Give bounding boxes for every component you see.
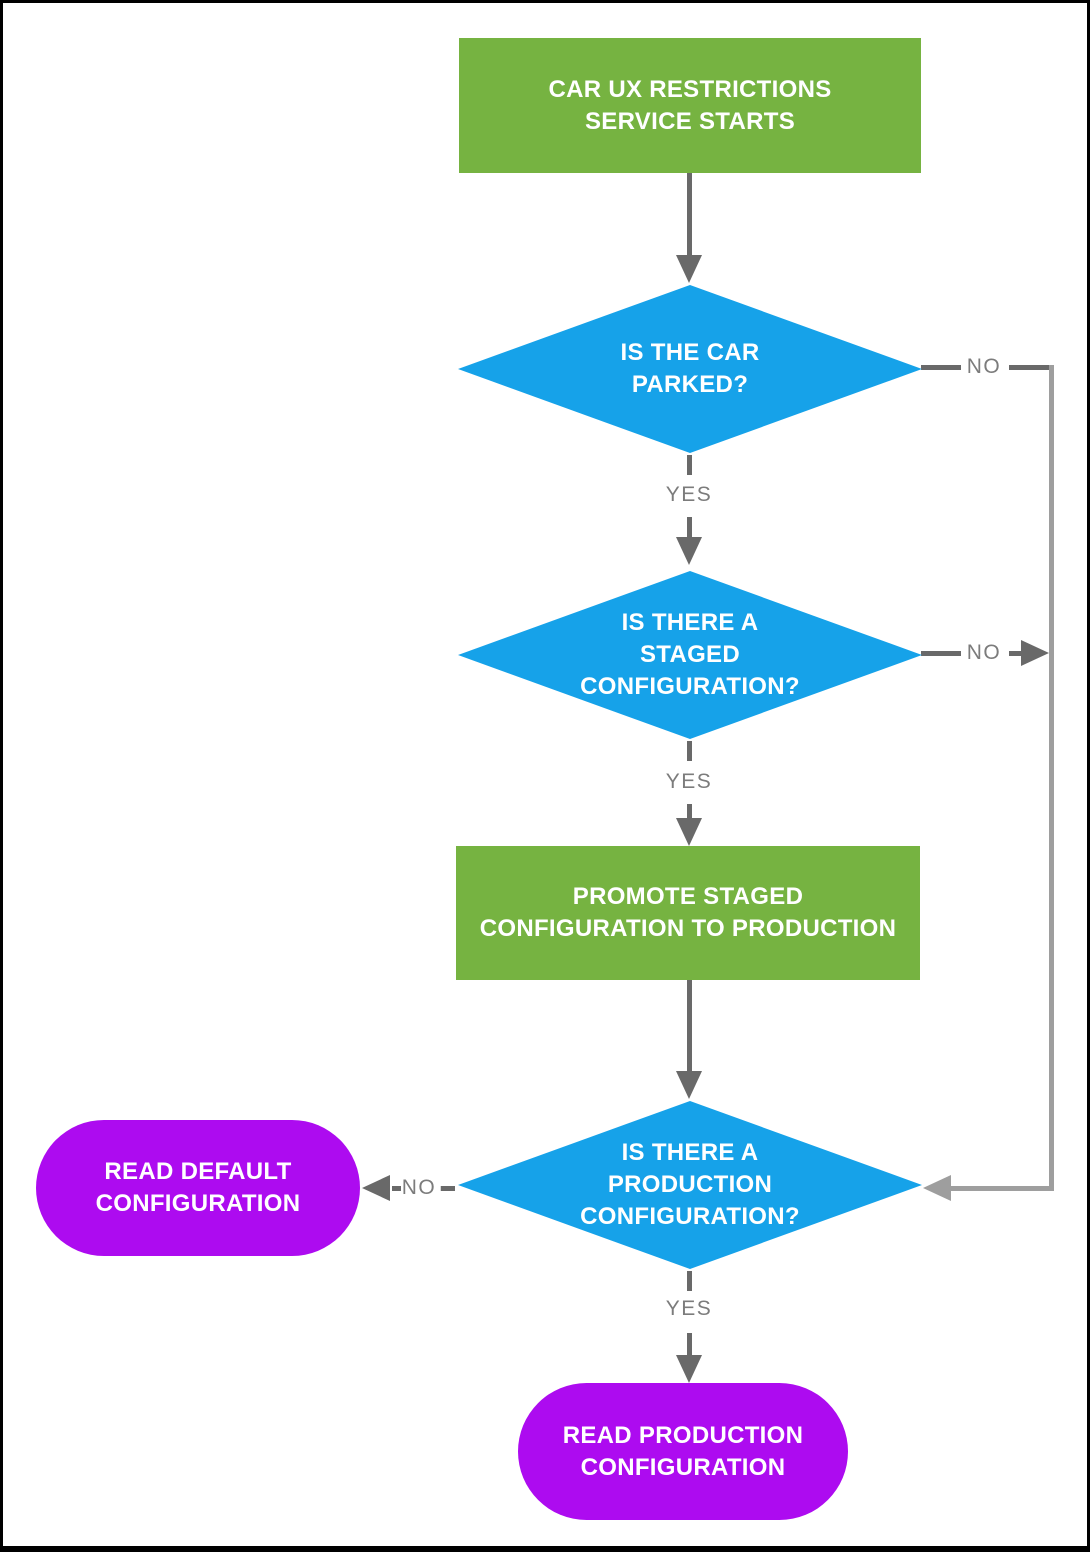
node-is-car-parked: IS THE CAR PARKED?: [458, 285, 922, 453]
connector-production-no-seg-b: [392, 1186, 401, 1191]
connector-staged-yes-line: [687, 804, 692, 820]
node-is-there-production-configuration-label: IS THERE A PRODUCTION CONFIGURATION?: [580, 1139, 800, 1230]
connector-parked-yes-stub: [687, 455, 692, 475]
connector-parked-no-seg-b: [1009, 365, 1054, 370]
connector-production-yes-line: [687, 1333, 692, 1355]
arrowhead-left-into-production: [923, 1175, 951, 1201]
node-start-label: CAR UX RESTRICTIONS SERVICE STARTS: [548, 75, 832, 135]
arrowhead-down-into-read-production: [676, 1355, 702, 1383]
connector-production-yes-stub: [687, 1271, 692, 1291]
node-read-production-configuration-label: READ PRODUCTION CONFIGURATION: [562, 1421, 804, 1481]
connector-start-to-parked: [687, 173, 692, 255]
connector-parked-no-seg-a: [921, 365, 961, 370]
edge-label-yes-production: YES: [661, 1297, 717, 1321]
arrowhead-down-into-staged: [676, 537, 702, 565]
connector-staged-no-seg-b: [1009, 651, 1022, 656]
connector-staged-no-seg-a: [921, 651, 961, 656]
node-read-production-configuration: READ PRODUCTION CONFIGURATION: [518, 1383, 848, 1520]
edge-label-no-staged: NO: [962, 641, 1006, 665]
arrowhead-left-into-read-default: [362, 1175, 390, 1201]
connector-rail-elbow-horizontal: [949, 1186, 1054, 1191]
edge-label-yes-staged: YES: [661, 770, 717, 794]
node-is-car-parked-label: IS THE CAR PARKED?: [620, 339, 760, 398]
connector-parked-yes-line: [687, 517, 692, 537]
connector-promote-to-production: [687, 980, 692, 1071]
connector-staged-yes-stub: [687, 741, 692, 761]
node-promote-staged-configuration: PROMOTE STAGED CONFIGURATION TO PRODUCTI…: [456, 846, 920, 980]
node-is-there-staged-configuration: IS THERE A STAGED CONFIGURATION?: [458, 571, 922, 739]
node-is-there-staged-configuration-label: IS THERE A STAGED CONFIGURATION?: [580, 609, 800, 700]
node-start: CAR UX RESTRICTIONS SERVICE STARTS: [459, 38, 921, 173]
node-is-there-production-configuration: IS THERE A PRODUCTION CONFIGURATION?: [458, 1101, 922, 1269]
edge-label-no-production: NO: [397, 1176, 441, 1200]
edge-label-yes-parked: YES: [661, 483, 717, 507]
node-read-default-configuration-label: READ DEFAULT CONFIGURATION: [95, 1158, 301, 1217]
node-read-default-configuration: READ DEFAULT CONFIGURATION: [36, 1120, 360, 1256]
node-promote-staged-configuration-label: PROMOTE STAGED CONFIGURATION TO PRODUCTI…: [479, 883, 897, 942]
arrowhead-right-into-rail: [1021, 640, 1049, 666]
arrowhead-down-into-production: [676, 1071, 702, 1099]
connector-production-no-seg-a: [440, 1186, 455, 1191]
edge-label-no-parked: NO: [962, 355, 1006, 379]
arrowhead-down-into-promote: [676, 818, 702, 846]
arrowhead-down-into-parked: [676, 255, 702, 283]
connector-no-rail-vertical: [1049, 365, 1054, 1191]
